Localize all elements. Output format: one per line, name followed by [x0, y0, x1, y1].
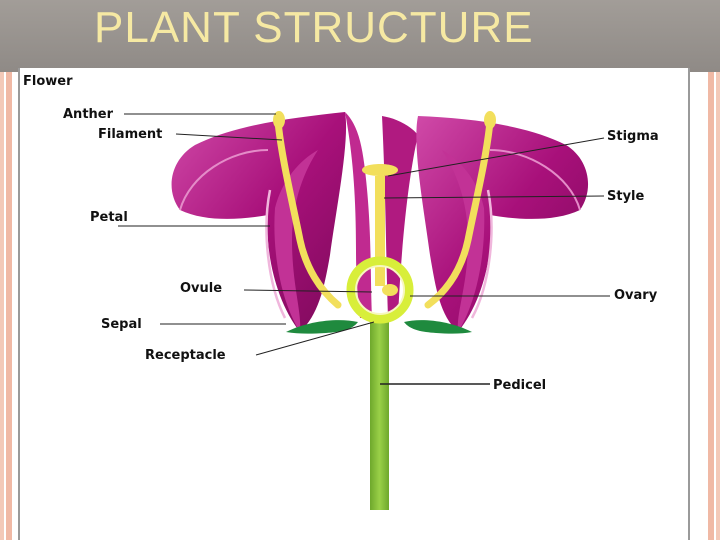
- petal-label: Petal: [90, 210, 128, 225]
- style-label: Style: [607, 189, 645, 204]
- anther-label: Anther: [63, 107, 114, 122]
- filament-label: Filament: [98, 127, 162, 142]
- diagram-heading: Flower: [23, 74, 73, 89]
- slide-title: PLANT STRUCTURE: [94, 3, 534, 52]
- pedicel-stem: [370, 322, 389, 510]
- right-border-decoration: [706, 72, 720, 540]
- ovule: [382, 284, 398, 296]
- right-stamen: [424, 111, 496, 309]
- left-petal: [171, 112, 347, 332]
- left-sepal: [286, 320, 358, 334]
- right-sepal: [404, 320, 472, 334]
- pedicel-label: Pedicel: [493, 378, 546, 393]
- pistil: [362, 164, 398, 286]
- left-stamen: [273, 111, 342, 309]
- receptacle-label: Receptacle: [145, 348, 226, 363]
- leader-lines: [118, 113, 610, 385]
- sepal-label: Sepal: [101, 317, 142, 332]
- stigma-label: Stigma: [607, 129, 659, 144]
- slide-header: PLANT STRUCTURE: [0, 0, 720, 72]
- ovary: [346, 256, 414, 324]
- ovule-label: Ovule: [180, 281, 222, 296]
- ovary-label: Ovary: [614, 288, 658, 303]
- right-petal: [416, 116, 589, 332]
- left-border-decoration: [0, 72, 14, 540]
